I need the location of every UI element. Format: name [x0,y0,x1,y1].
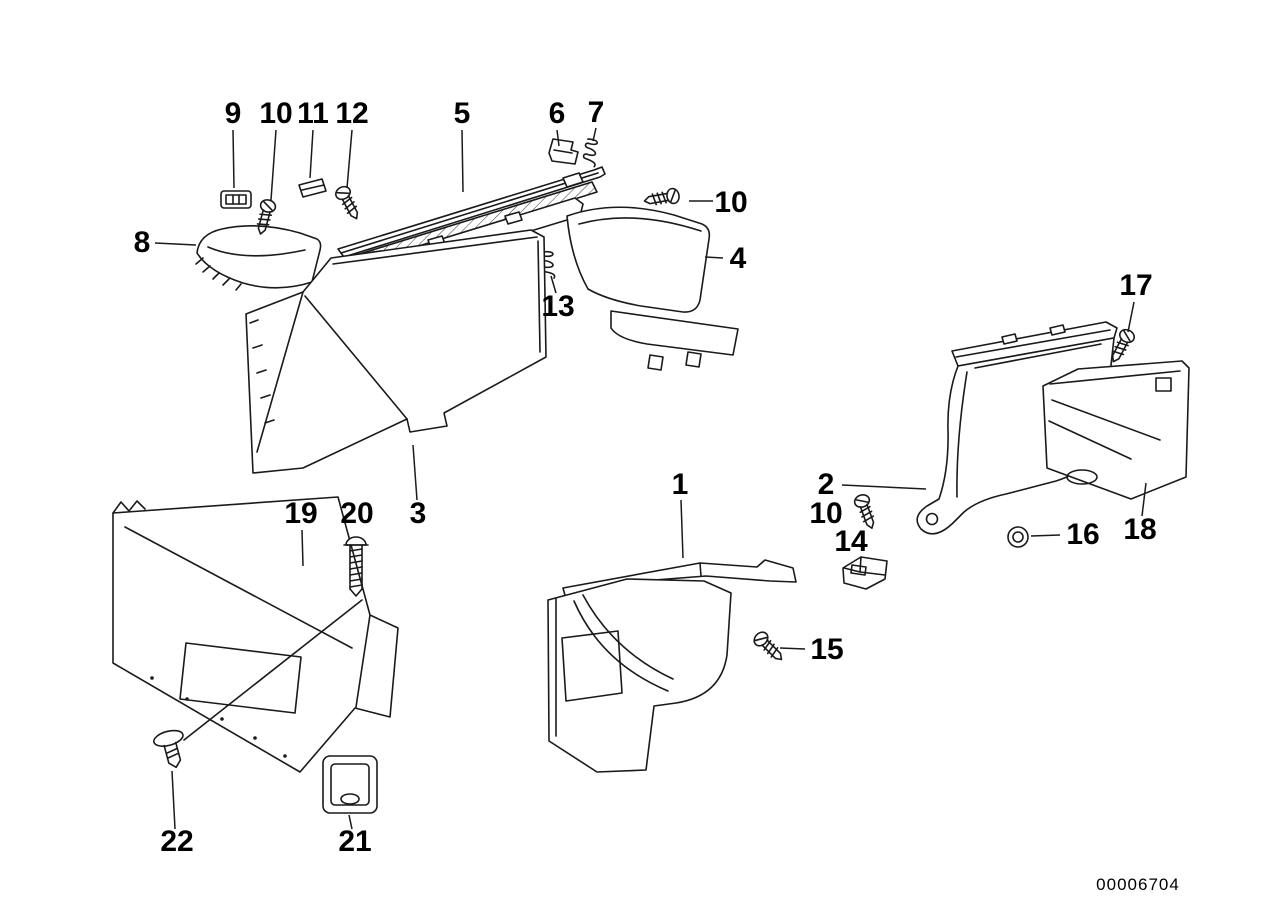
leader-lines [154,127,1147,830]
callout-6: 6 [549,97,566,130]
part-10-bolt-b [642,186,682,210]
part-3-trim-panel [245,229,547,474]
callout-9: 9 [225,97,242,130]
part-1-wheel-arch-trim [547,559,797,773]
callout-labels: 9 10 11 12 5 6 7 10 8 4 13 17 3 19 20 1 … [134,96,1157,858]
callout-10-a: 10 [259,97,292,130]
callout-10-b: 10 [714,186,747,219]
part-6-clip [548,138,579,165]
diagram-number: 00006704 [1096,875,1180,894]
callout-12: 12 [335,97,368,130]
part-12-screw [332,183,365,223]
part-20-screw [343,536,369,597]
part-16-cap [1007,526,1029,548]
callout-13: 13 [541,290,574,323]
callout-14: 14 [834,525,868,558]
part-22-rivet [153,729,184,769]
callout-7: 7 [588,96,605,129]
callout-21: 21 [338,825,371,858]
part-7-spring [581,137,601,168]
part-11-clip [298,178,327,198]
part-14-clip [842,556,888,590]
part-21-latch [322,755,378,814]
part-9-clip [220,190,252,209]
callout-20: 20 [340,497,373,530]
callout-11: 11 [297,97,329,130]
callout-15: 15 [810,633,843,666]
callout-2: 2 [818,468,835,501]
part-8-cover [195,225,322,291]
part-19-trim-panel [112,496,399,773]
callout-5: 5 [454,97,471,130]
part-15-screw [750,628,788,666]
callout-17: 17 [1119,269,1152,302]
part-4-trim [566,206,739,371]
callout-4: 4 [730,242,747,275]
callout-18: 18 [1123,513,1156,546]
callout-8: 8 [134,226,151,259]
callout-19: 19 [284,497,317,530]
callout-10-c: 10 [809,497,842,530]
callout-16: 16 [1066,518,1099,551]
callout-3: 3 [410,497,427,530]
callout-1: 1 [672,468,689,501]
callout-22: 22 [160,825,193,858]
part-18-trim-panel [1042,360,1190,500]
